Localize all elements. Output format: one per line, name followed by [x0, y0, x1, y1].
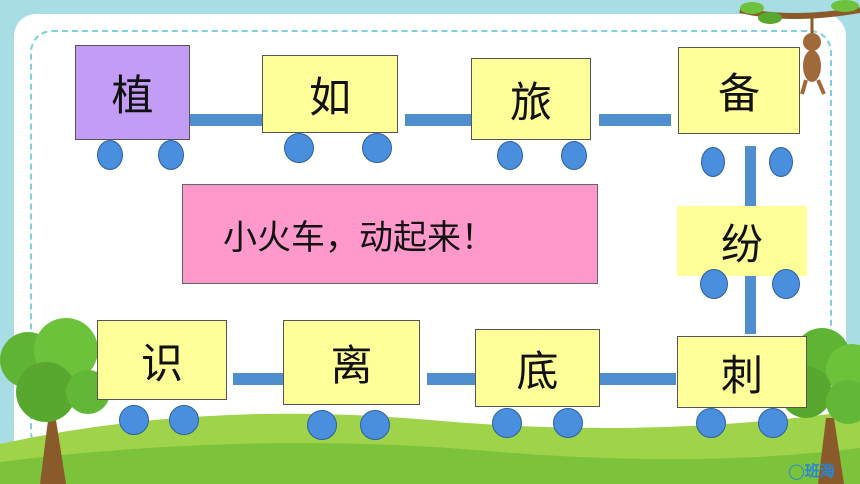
- connector-5-6: [745, 276, 756, 334]
- train-car-6: 识: [97, 320, 227, 400]
- connector-3-4: [599, 114, 671, 126]
- train-car-4: 备: [678, 47, 800, 134]
- car-character: 离: [330, 341, 373, 390]
- car-character: 旅: [509, 77, 552, 127]
- wheel: [158, 140, 184, 170]
- connector-b1-b2: [233, 373, 283, 385]
- wheel: [307, 410, 337, 440]
- monkey-on-branch-icon: [739, 0, 860, 95]
- wheel: [700, 269, 728, 299]
- train-car-5: 纷: [677, 206, 807, 276]
- car-character: 纷: [720, 219, 763, 269]
- wheel: [772, 269, 800, 299]
- wheel: [169, 405, 199, 435]
- wheel: [561, 141, 587, 170]
- wheel: [701, 147, 725, 177]
- car-character: 刺: [720, 350, 763, 400]
- activity-title: 小火车，动起来！: [182, 184, 598, 284]
- connector-2-3: [405, 114, 471, 126]
- brand-logo-text: 班海: [804, 462, 835, 480]
- wheel: [769, 147, 793, 177]
- connector-1-2: [190, 114, 262, 126]
- train-car-3: 旅: [471, 58, 591, 140]
- wheel: [284, 133, 314, 163]
- train-car-8: 底: [475, 329, 600, 407]
- wheel: [696, 408, 726, 438]
- wheel: [362, 133, 392, 163]
- wheel: [360, 410, 390, 440]
- connector-4-5: [745, 146, 756, 206]
- train-car-7: 离: [283, 320, 420, 405]
- wheel: [492, 408, 522, 438]
- connector-b2-b3: [427, 373, 475, 385]
- wheel: [119, 405, 149, 435]
- brand-logo-icon: ◯: [788, 462, 805, 480]
- brand-logo: ◯班海: [788, 460, 835, 481]
- train-car-9: 刺: [677, 336, 807, 408]
- car-character: 如: [308, 72, 351, 122]
- car-character: 备: [717, 69, 760, 118]
- wheel: [553, 408, 583, 438]
- car-character: 植: [111, 71, 154, 120]
- train-car-2: 如: [262, 55, 398, 133]
- train-car-1: 植: [75, 45, 190, 140]
- car-character: 识: [140, 338, 183, 388]
- wheel: [758, 408, 788, 438]
- activity-title-text: 小火车，动起来！: [223, 217, 495, 258]
- connector-b3-b4: [600, 373, 676, 385]
- wheel: [97, 140, 123, 170]
- wheel: [497, 141, 523, 170]
- car-character: 底: [516, 346, 559, 396]
